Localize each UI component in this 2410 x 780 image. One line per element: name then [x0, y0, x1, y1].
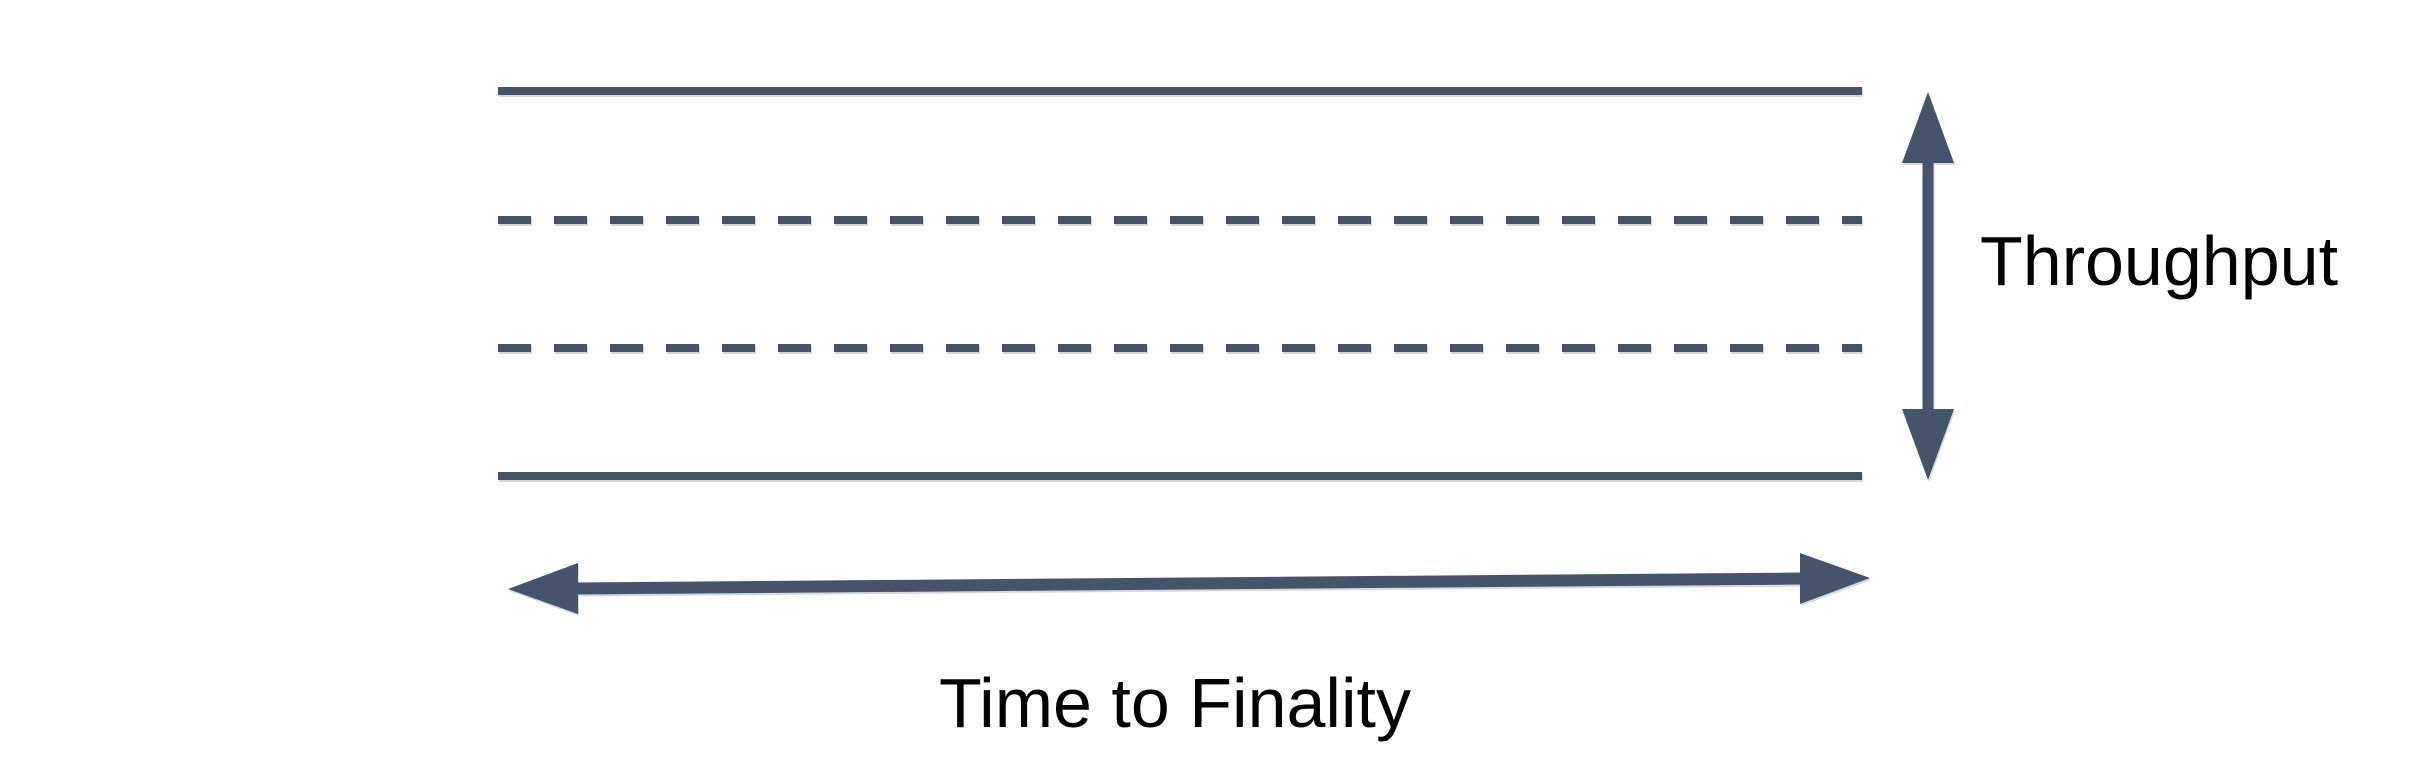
horizontal-arrow-head-right — [1800, 553, 1870, 604]
horizontal-arrow-head-left — [508, 563, 578, 614]
vertical-double-arrow-icon — [1902, 92, 1954, 480]
vertical-arrow-head-up — [1902, 92, 1954, 163]
horizontal-double-arrow-icon — [508, 553, 1870, 614]
horizontal-arrow-shaft — [573, 572, 1805, 595]
throughput-label: Throughput — [1980, 222, 2339, 300]
time-to-finality-label: Time to Finality — [939, 664, 1411, 742]
vertical-arrow-head-down — [1902, 409, 1954, 480]
